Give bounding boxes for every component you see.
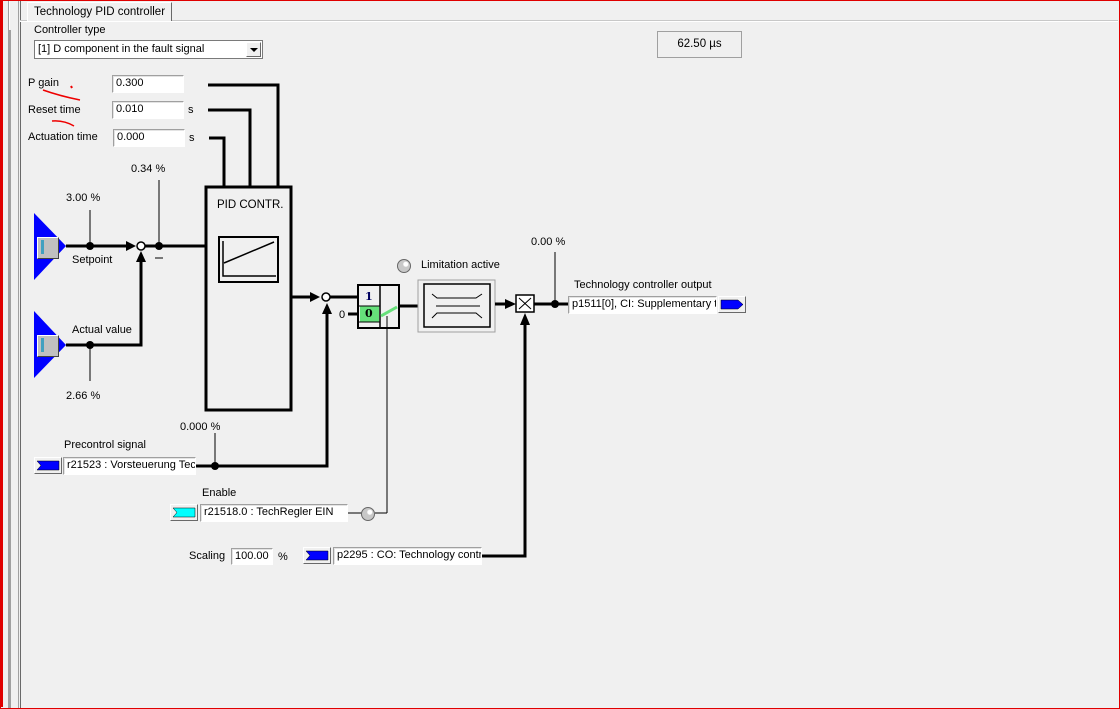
enable-label: Enable — [202, 487, 237, 499]
pid-graph-ramp — [223, 241, 275, 264]
switch-zero-input: 0 — [339, 309, 346, 321]
p-gain-wire — [208, 83, 280, 187]
actuation-time-unit: s — [189, 132, 195, 144]
chevron-down-icon[interactable] — [246, 42, 261, 57]
tab-strip — [20, 20, 1118, 22]
actual-value-label: Actual value — [72, 324, 132, 336]
scaling-connector-button[interactable] — [303, 547, 331, 564]
scaling-label: Scaling — [189, 550, 226, 562]
switch-label-0: 0 — [365, 307, 373, 320]
scaling-wire — [482, 322, 527, 558]
controller-type-label: Controller type — [34, 24, 106, 36]
annotation-mark — [70, 85, 73, 89]
precontrol-wire — [196, 312, 329, 468]
enable-source-field[interactable]: r21518.0 : TechRegler EIN — [200, 504, 348, 522]
controller-type-value: [1] D component in the fault signal — [38, 43, 205, 55]
panel-border-left-dark — [20, 0, 21, 709]
controller-type-dropdown[interactable]: [1] D component in the fault signal — [34, 40, 263, 59]
scaling-unit: % — [278, 551, 288, 563]
output-value: 0.00 % — [531, 236, 566, 248]
setpoint-pid-icon[interactable] — [37, 237, 59, 259]
arrow-icon — [136, 251, 146, 262]
scaling-source-field[interactable]: p2295 : CO: Technology contr — [333, 547, 482, 565]
reset-time-unit: s — [188, 104, 194, 116]
pid-block-title: PID CONTR. — [217, 199, 284, 211]
connector-in-icon — [36, 460, 60, 471]
arrow-icon — [520, 313, 530, 325]
limitation-label: Limitation active — [421, 259, 500, 271]
connector-in-icon — [172, 507, 196, 518]
window-border-left — [1, 0, 3, 707]
sampling-time-display: 62.50 µs — [657, 31, 742, 58]
scaling-input[interactable]: 100.00 — [231, 548, 273, 565]
actuation-time-wire — [209, 136, 226, 187]
arrow-icon — [322, 303, 332, 314]
output-connector-button[interactable] — [718, 296, 746, 313]
reset-time-input[interactable]: 0.010 — [112, 101, 184, 119]
annotation-underline — [42, 89, 81, 101]
pid-graph-axes — [222, 241, 276, 277]
output-sink-field[interactable]: p1511[0], CI: Supplementary to — [568, 296, 717, 314]
annotation-underline — [51, 120, 75, 127]
limitation-led — [397, 259, 411, 273]
panel-border-left — [18, 0, 19, 709]
precontrol-source-field[interactable]: r21523 : Vorsteuerung Tec — [63, 457, 196, 475]
actuation-time-input[interactable]: 0.000 — [113, 129, 185, 147]
p-gain-input[interactable]: 0.300 — [112, 75, 184, 93]
switch-zero-active — [360, 306, 379, 322]
arrow-icon — [310, 292, 320, 302]
tab-technology-pid-controller[interactable]: Technology PID controller — [27, 2, 173, 21]
precontrol-label: Precontrol signal — [64, 439, 146, 451]
reset-time-label: Reset time — [28, 104, 81, 116]
setpoint-value: 3.00 % — [66, 192, 101, 204]
arrow-icon — [126, 241, 136, 251]
precontrol-connector-button[interactable] — [34, 457, 62, 474]
enable-led — [361, 507, 375, 521]
enable-connector-button[interactable] — [170, 504, 198, 521]
error-value: 0.34 % — [131, 163, 166, 175]
p-gain-label: P gain — [28, 77, 59, 89]
switch-contact — [380, 305, 398, 318]
output-label: Technology controller output — [574, 279, 712, 291]
arrow-icon — [505, 299, 516, 309]
actuation-time-label: Actuation time — [28, 131, 98, 143]
precontrol-junction — [321, 292, 331, 302]
summing-junction — [136, 241, 146, 251]
left-scrollbar[interactable] — [8, 30, 11, 709]
precontrol-value: 0.000 % — [180, 421, 221, 433]
setpoint-label: Setpoint — [72, 254, 113, 266]
reset-time-wire — [208, 108, 252, 187]
connector-out-icon — [720, 299, 744, 310]
connector-in-icon — [305, 550, 329, 561]
pid-block — [204, 185, 293, 412]
switch-label-1: 1 — [365, 290, 373, 303]
pid-graph-frame — [218, 236, 279, 283]
actual-value-value: 2.66 % — [66, 390, 101, 402]
param-wires — [208, 83, 280, 187]
actual-value-pid-icon[interactable] — [37, 335, 59, 357]
